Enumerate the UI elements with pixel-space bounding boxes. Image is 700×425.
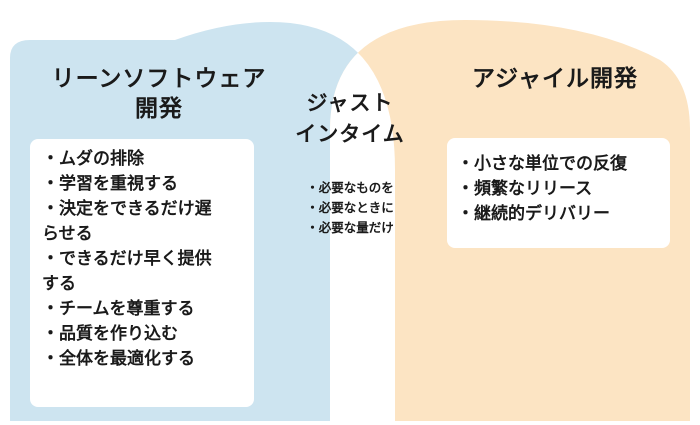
lean-list: ・ムダの排除 ・学習を重視する ・決定をできるだけ遅 らせる ・できるだけ早く提… (42, 147, 254, 372)
list-item: ・ムダの排除 (42, 149, 144, 169)
list-item: ・決定をできるだけ遅 (42, 199, 212, 219)
list-item: ・継続的デリバリー (457, 204, 610, 224)
list-item: ・品質を作り込む (42, 324, 178, 344)
lean-box: ・ムダの排除 ・学習を重視する ・決定をできるだけ遅 らせる ・できるだけ早く提… (30, 139, 254, 407)
list-item: する (42, 274, 76, 294)
agile-title: アジャイル開発 (472, 66, 638, 92)
list-item: ・必要なものを (306, 180, 394, 195)
lean-title-line2: 開発 (135, 96, 183, 122)
list-item: ・小さな単位での反復 (457, 154, 627, 174)
list-item: ・頻繁なリリース (457, 179, 593, 199)
list-item: ・必要なときに (306, 200, 394, 215)
list-item: ・学習を重視する (42, 174, 178, 194)
agile-list: ・小さな単位での反復 ・頻繁なリリース ・継続的デリバリー (457, 152, 670, 227)
list-item: ・チームを尊重する (42, 299, 195, 319)
center-title-line1: ジャスト (306, 91, 394, 115)
list-item: ・できるだけ早く提供 (42, 249, 212, 269)
center-title-line2: インタイム (295, 122, 405, 146)
center-list: ・必要なものを ・必要なときに ・必要な量だけ (290, 178, 410, 238)
list-item: ・必要な量だけ (306, 220, 394, 235)
list-item: ・全体を最適化する (42, 349, 195, 369)
list-item: らせる (42, 224, 93, 244)
lean-title-line1: リーンソフトウェア (51, 66, 267, 92)
lean-title: リーンソフトウェア 開発 (34, 64, 284, 124)
agile-box: ・小さな単位での反復 ・頻繁なリリース ・継続的デリバリー (447, 138, 670, 248)
center-title: ジャスト インタイム (285, 88, 415, 150)
